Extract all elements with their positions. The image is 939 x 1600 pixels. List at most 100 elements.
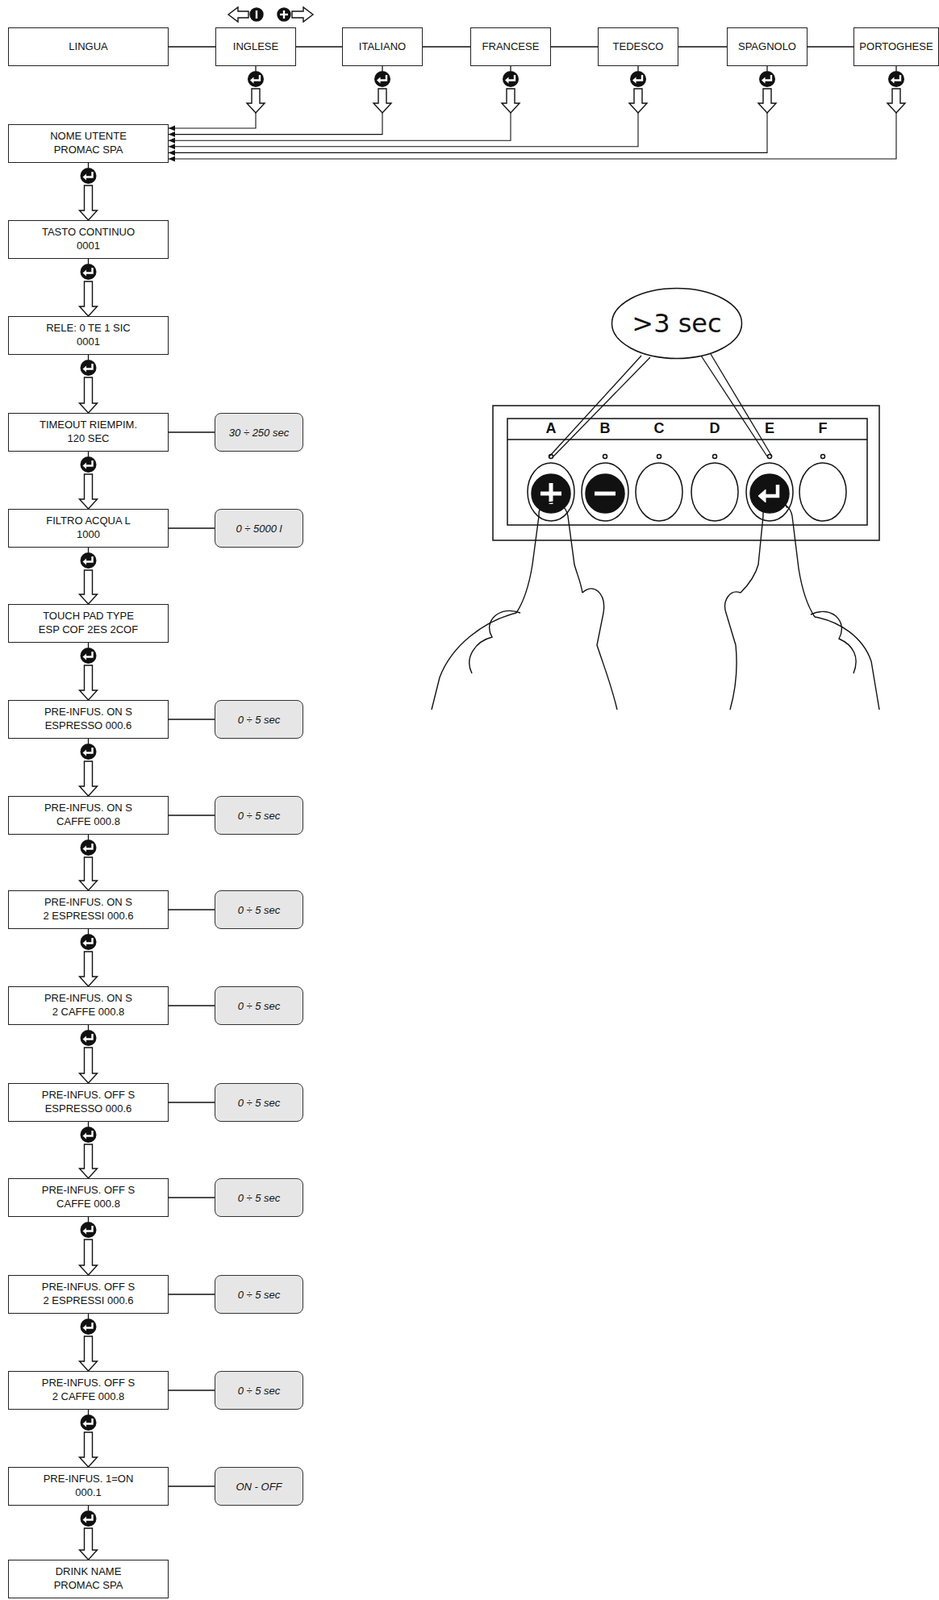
connector-part bbox=[168, 1101, 215, 1103]
connector-part bbox=[807, 45, 854, 47]
menu-label: >3 sec bbox=[631, 308, 722, 339]
hollow-arrow bbox=[501, 88, 520, 113]
menu-label: 0 ÷ 5 sec bbox=[237, 713, 281, 727]
connector-part bbox=[766, 66, 768, 71]
enter-icon bbox=[86, 1034, 93, 1040]
arrowhead bbox=[168, 143, 176, 150]
connector bbox=[79, 1025, 98, 1084]
enter-icon bbox=[86, 460, 93, 467]
connector-part bbox=[509, 66, 511, 71]
enter-icon bbox=[86, 651, 93, 658]
menu-value: 120 SEC bbox=[66, 432, 109, 447]
connector-part bbox=[168, 718, 215, 720]
menu-value: 000.1 bbox=[75, 1486, 102, 1501]
menu-box: PRE-INFUS. OFF SCAFFE 000.8 bbox=[8, 1178, 169, 1218]
range-pill: 0 ÷ 5 sec bbox=[214, 700, 304, 739]
menu-box: NOME UTENTEPROMAC SPA bbox=[8, 124, 169, 163]
menu-value: PROMAC SPA bbox=[54, 143, 124, 158]
left-hollow-arrow bbox=[228, 7, 249, 22]
enter-icon bbox=[80, 647, 97, 664]
enter-icon bbox=[86, 556, 93, 563]
hand-outline bbox=[725, 592, 741, 710]
enter-icon bbox=[80, 263, 97, 280]
connector-part bbox=[422, 45, 471, 47]
connector bbox=[79, 1217, 98, 1276]
enter-icon bbox=[83, 463, 88, 470]
enter-icon bbox=[630, 70, 647, 88]
leader-line bbox=[549, 355, 642, 457]
menu-label: PRE-INFUS. OFF S bbox=[41, 1089, 136, 1103]
enter-icon bbox=[83, 559, 88, 566]
arrowhead bbox=[168, 156, 176, 163]
connector bbox=[168, 66, 777, 156]
menu-value: CAFFE 000.8 bbox=[56, 815, 121, 830]
key-letter: A bbox=[538, 420, 564, 438]
right-hollow-arrow bbox=[292, 7, 313, 22]
connector bbox=[168, 66, 265, 132]
callout-bubble: >3 sec bbox=[610, 287, 743, 360]
menu-label: 0 ÷ 5 sec bbox=[237, 1192, 281, 1205]
enter-icon bbox=[86, 1226, 93, 1232]
connector bbox=[168, 1005, 215, 1007]
menu-label: 0 ÷ 5 sec bbox=[237, 1097, 281, 1110]
enter-icon bbox=[504, 77, 510, 84]
menu-label: PRE-INFUS. OFF S bbox=[41, 1184, 136, 1198]
connector-part bbox=[895, 66, 897, 71]
enter-sign bbox=[758, 489, 766, 503]
menu-label: 0 ÷ 5 sec bbox=[237, 809, 281, 823]
menu-box: RELE: 0 TE 1 SIC0001 bbox=[8, 316, 169, 355]
hollow-arrow bbox=[79, 1144, 98, 1179]
menu-label: 30 ÷ 250 sec bbox=[229, 426, 289, 439]
menu-label: PRE-INFUS. ON S bbox=[44, 801, 133, 816]
menu-box: TASTO CONTINUO0001 bbox=[8, 220, 169, 259]
leader-lines bbox=[549, 354, 773, 457]
key-led bbox=[821, 454, 826, 460]
connector bbox=[550, 46, 598, 48]
hollow-arrow bbox=[79, 857, 98, 891]
enter-icon bbox=[83, 940, 88, 948]
menu-box: ITALIANO bbox=[342, 27, 423, 67]
connector-part bbox=[168, 112, 639, 147]
key-letter: B bbox=[592, 420, 618, 438]
menu-value: ESPRESSO 000.6 bbox=[45, 719, 133, 734]
connector bbox=[168, 66, 906, 163]
connector-part bbox=[168, 1005, 215, 1006]
hand-outline bbox=[582, 588, 618, 710]
menu-label: DRINK NAME bbox=[55, 1565, 122, 1580]
hollow-arrow bbox=[79, 474, 98, 510]
connector-part bbox=[87, 451, 89, 457]
hand-outline bbox=[538, 502, 583, 593]
enter-icon bbox=[80, 1126, 97, 1144]
menu-label: TIMEOUT RIEMPIM. bbox=[39, 418, 138, 433]
enter-icon bbox=[374, 70, 391, 88]
menu-label: PORTOGHESE bbox=[859, 40, 933, 55]
enter-icon bbox=[80, 934, 97, 951]
menu-label: ITALIANO bbox=[358, 40, 406, 55]
hand-outline bbox=[469, 610, 521, 674]
menu-label: SPAGNOLO bbox=[738, 40, 797, 55]
enter-icon bbox=[83, 1036, 88, 1044]
range-pill: 30 ÷ 250 sec bbox=[214, 413, 304, 452]
keypad-frame bbox=[492, 405, 880, 541]
hollow-arrow bbox=[79, 665, 98, 701]
plus-sign bbox=[549, 483, 554, 505]
connector bbox=[168, 1294, 215, 1296]
enter-icon bbox=[86, 1322, 93, 1329]
menu-label: TASTO CONTINUO bbox=[41, 225, 135, 240]
connector bbox=[168, 815, 215, 817]
range-pill: 0 ÷ 5 sec bbox=[214, 890, 304, 930]
enter-icon bbox=[376, 77, 381, 84]
menu-label: PRE-INFUS. ON S bbox=[44, 992, 133, 1006]
menu-box: PRE-INFUS. ON SCAFFE 000.8 bbox=[8, 796, 169, 835]
hand-outline bbox=[516, 516, 539, 614]
menu-box: TOUCH PAD TYPEESP COF 2ES 2COF bbox=[8, 604, 169, 643]
menu-label: PRE-INFUS. ON S bbox=[44, 705, 133, 720]
menu-box: PORTOGHESE bbox=[853, 27, 939, 67]
connector-part bbox=[168, 1389, 215, 1391]
enter-icon bbox=[86, 843, 93, 850]
menu-label: 0 ÷ 5000 l bbox=[235, 522, 282, 535]
arrowhead bbox=[168, 131, 176, 138]
menu-value: 2 ESPRESSI 000.6 bbox=[42, 1294, 134, 1309]
connector-part bbox=[87, 738, 89, 744]
key-letter: C bbox=[646, 420, 672, 438]
